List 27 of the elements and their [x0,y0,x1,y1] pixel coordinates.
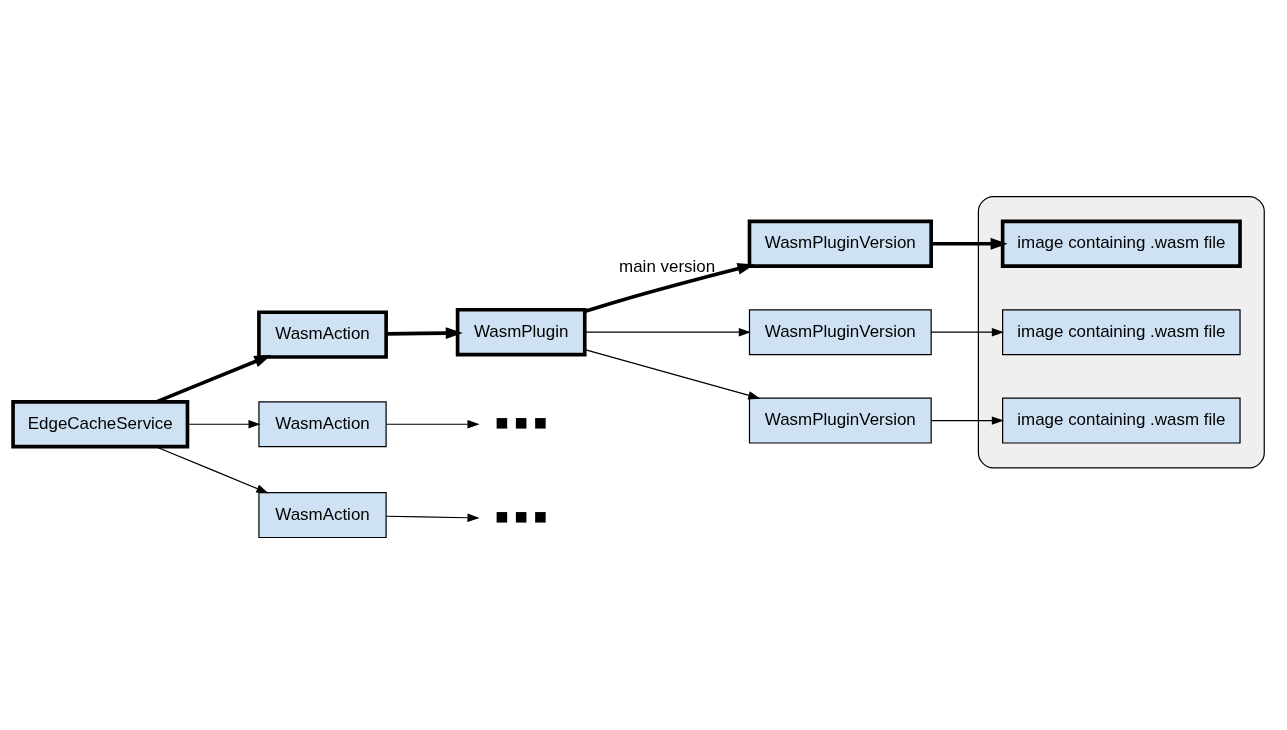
node-text: ■ ■ ■ [495,503,547,529]
arrow [385,513,480,522]
node-box: EdgeCacheService [11,399,190,448]
node-box: WasmPluginVersion [748,397,932,444]
node-box: WasmAction [257,309,388,359]
node-box: WasmPluginVersion [747,219,933,268]
arrow [584,327,751,336]
cluster [977,195,1265,468]
arrow [930,415,1004,425]
node-box: image containing .wasm file [1002,397,1241,444]
arrow [385,419,480,428]
node-box: WasmAction [258,400,387,447]
arrow [386,326,463,339]
node-box: WasmPluginVersion [748,308,932,355]
edge-label: main version [619,256,716,276]
arrow [930,327,1004,336]
arrow [155,445,269,493]
node-text: ■ ■ ■ [495,409,547,435]
arrow [584,348,761,399]
node-box: WasmAction [258,491,387,538]
arrow [584,262,755,313]
arrow [156,354,272,403]
node-box: WasmPlugin [455,307,587,356]
arrow [931,237,1008,250]
arrow [187,419,261,428]
node-box: image containing .wasm file [1000,219,1242,268]
node-box: image containing .wasm file [1002,308,1241,355]
